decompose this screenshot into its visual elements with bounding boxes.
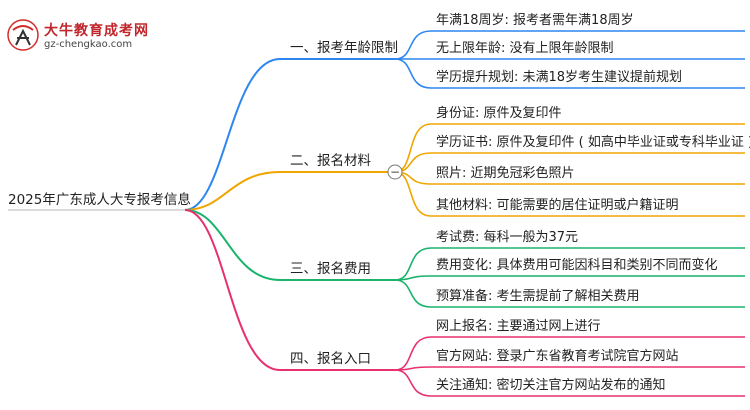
branch-label: 一、报考年龄限制 xyxy=(290,40,398,56)
leaf-connector xyxy=(394,58,432,89)
leaf-label: 其他材料: 可能需要的居住证明或户籍证明 xyxy=(436,198,679,213)
leaf-connector xyxy=(394,336,432,371)
leaf-label: 网上报名: 主要通过网上进行 xyxy=(436,319,601,334)
root-topic: 2025年广东成人大专报考信息 xyxy=(8,192,191,208)
collapse-toggle-button[interactable] xyxy=(387,164,403,180)
leaf-label: 年满18周岁: 报考者需年满18周岁 xyxy=(436,13,634,28)
leaf-label: 考试费: 每科一般为37元 xyxy=(436,230,579,245)
leaf-connector xyxy=(394,275,432,281)
site-logo[interactable]: 大牛教育成考网 gz-chengkao.com xyxy=(6,18,176,52)
leaf-connector xyxy=(394,369,432,397)
branch-label: 四、报名入口 xyxy=(290,351,371,367)
logo-mark-icon xyxy=(7,19,39,51)
leaf-label: 官方网站: 登录广东省教育考试院官方网站 xyxy=(436,349,679,364)
leaf-connector xyxy=(394,123,432,173)
branch-connector xyxy=(184,58,290,211)
leaf-label: 学历提升规划: 未满18岁考生建议提前规划 xyxy=(436,70,683,85)
leaf-label: 关注通知: 密切关注官方网站发布的通知 xyxy=(436,378,666,393)
leaf-label: 费用变化: 具体费用可能因科目和类别不同而变化 xyxy=(436,258,718,273)
leaf-label: 学历证书: 原件及复印件 ( 如高中毕业证或专科毕业证 ) xyxy=(436,135,750,150)
branch-label: 三、报名费用 xyxy=(290,261,371,277)
logo-url: gz-chengkao.com xyxy=(44,39,133,50)
leaf-label: 预算准备: 考生需提前了解相关费用 xyxy=(436,289,640,304)
logo-title: 大牛教育成考网 xyxy=(44,23,149,39)
leaf-connector xyxy=(394,279,432,308)
leaf-connector xyxy=(394,30,432,60)
branch-connector xyxy=(184,209,290,371)
branch-connector xyxy=(184,171,290,211)
leaf-label: 身份证: 原件及复印件 xyxy=(436,106,562,121)
leaf-label: 无上限年龄: 没有上限年龄限制 xyxy=(436,41,614,56)
collapse-minus-icon: − xyxy=(390,165,400,179)
leaf-label: 照片: 近期免冠彩色照片 xyxy=(436,166,575,181)
leaf-connector xyxy=(394,247,432,281)
branch-label: 二、报名材料 xyxy=(290,153,371,169)
branch-connector xyxy=(184,209,290,281)
